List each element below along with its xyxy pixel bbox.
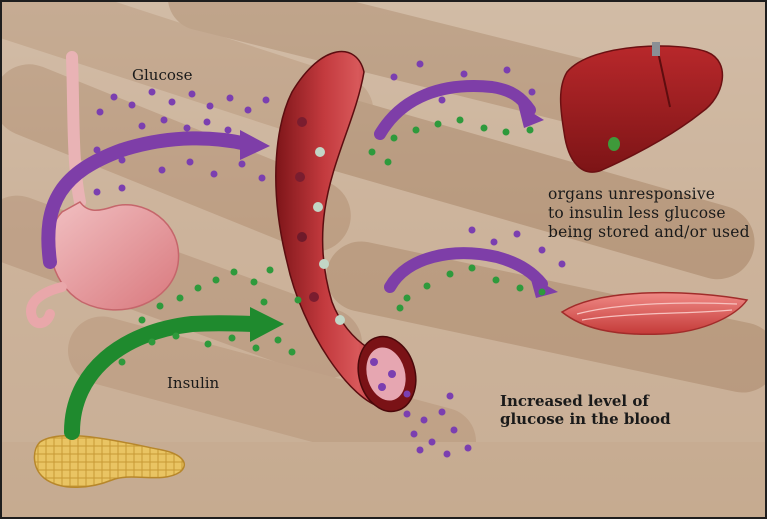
organs-caption-line-2: to insulin less glucose [548,204,750,223]
blood-caption-line-2: glucose in the blood [500,410,671,428]
organs-caption-line-1: organs unresponsive [548,185,750,204]
blood-caption-line-1: Increased level of [500,392,671,410]
glucose-label: Glucose [132,66,192,84]
blood-glucose-caption: Increased level of glucose in the blood [500,392,671,429]
organs-unresponsive-caption: organs unresponsive to insulin less gluc… [548,185,750,242]
organs-caption-line-3: being stored and/or used [548,223,750,242]
insulin-label: Insulin [167,374,219,392]
